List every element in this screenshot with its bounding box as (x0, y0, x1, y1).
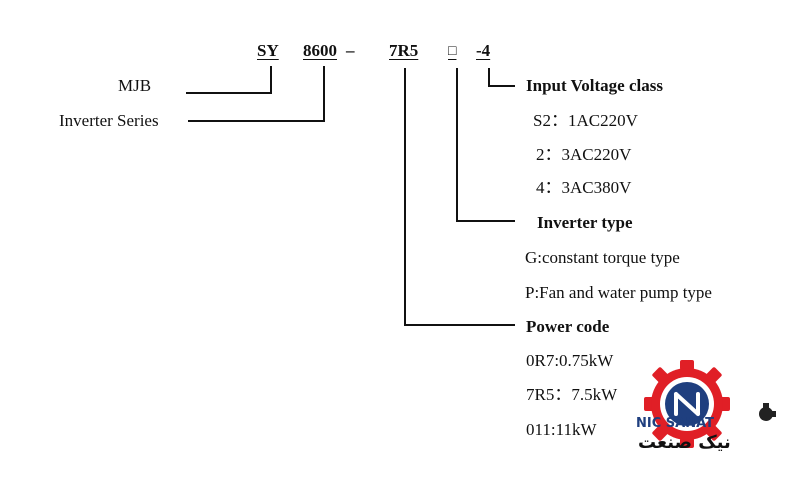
power-item: 011:11kW (526, 420, 597, 439)
code-series-prefix: SY (257, 41, 279, 60)
connector-power-code (404, 68, 515, 326)
type-item: G:constant torque type (525, 248, 680, 267)
voltage-item: 2：3AC220V (536, 145, 632, 164)
type-item: P:Fan and water pump type (525, 283, 712, 302)
code-type-box: □ (448, 44, 457, 59)
heading-input-voltage: Input Voltage class (526, 76, 663, 95)
code-dash: – (346, 41, 355, 60)
connector-inverter-type (456, 68, 515, 222)
gear-logo-icon (644, 360, 776, 448)
power-item: 0R7:0.75kW (526, 351, 614, 370)
code-voltage: -4 (476, 41, 491, 60)
code-series-number: 8600 (303, 41, 337, 60)
heading-power-code: Power code (526, 317, 610, 336)
label-mjb: MJB (118, 76, 152, 95)
nic-sanat-logo: NIC SANAT نیک صنعت (630, 360, 780, 460)
connector-inverter-series (188, 66, 325, 122)
connector-mjb (186, 66, 272, 94)
voltage-item: 4：3AC380V (536, 178, 632, 197)
connector-voltage (488, 68, 515, 87)
voltage-item: S2：1AC220V (533, 111, 638, 130)
label-inverter-series: Inverter Series (59, 111, 159, 130)
logo-persian-text: نیک صنعت (638, 432, 731, 453)
logo-latin-text: NIC SANAT (636, 416, 715, 431)
heading-inverter-type: Inverter type (537, 213, 633, 232)
power-item: 7R5：7.5kW (526, 385, 618, 404)
code-power: 7R5 (389, 41, 419, 60)
